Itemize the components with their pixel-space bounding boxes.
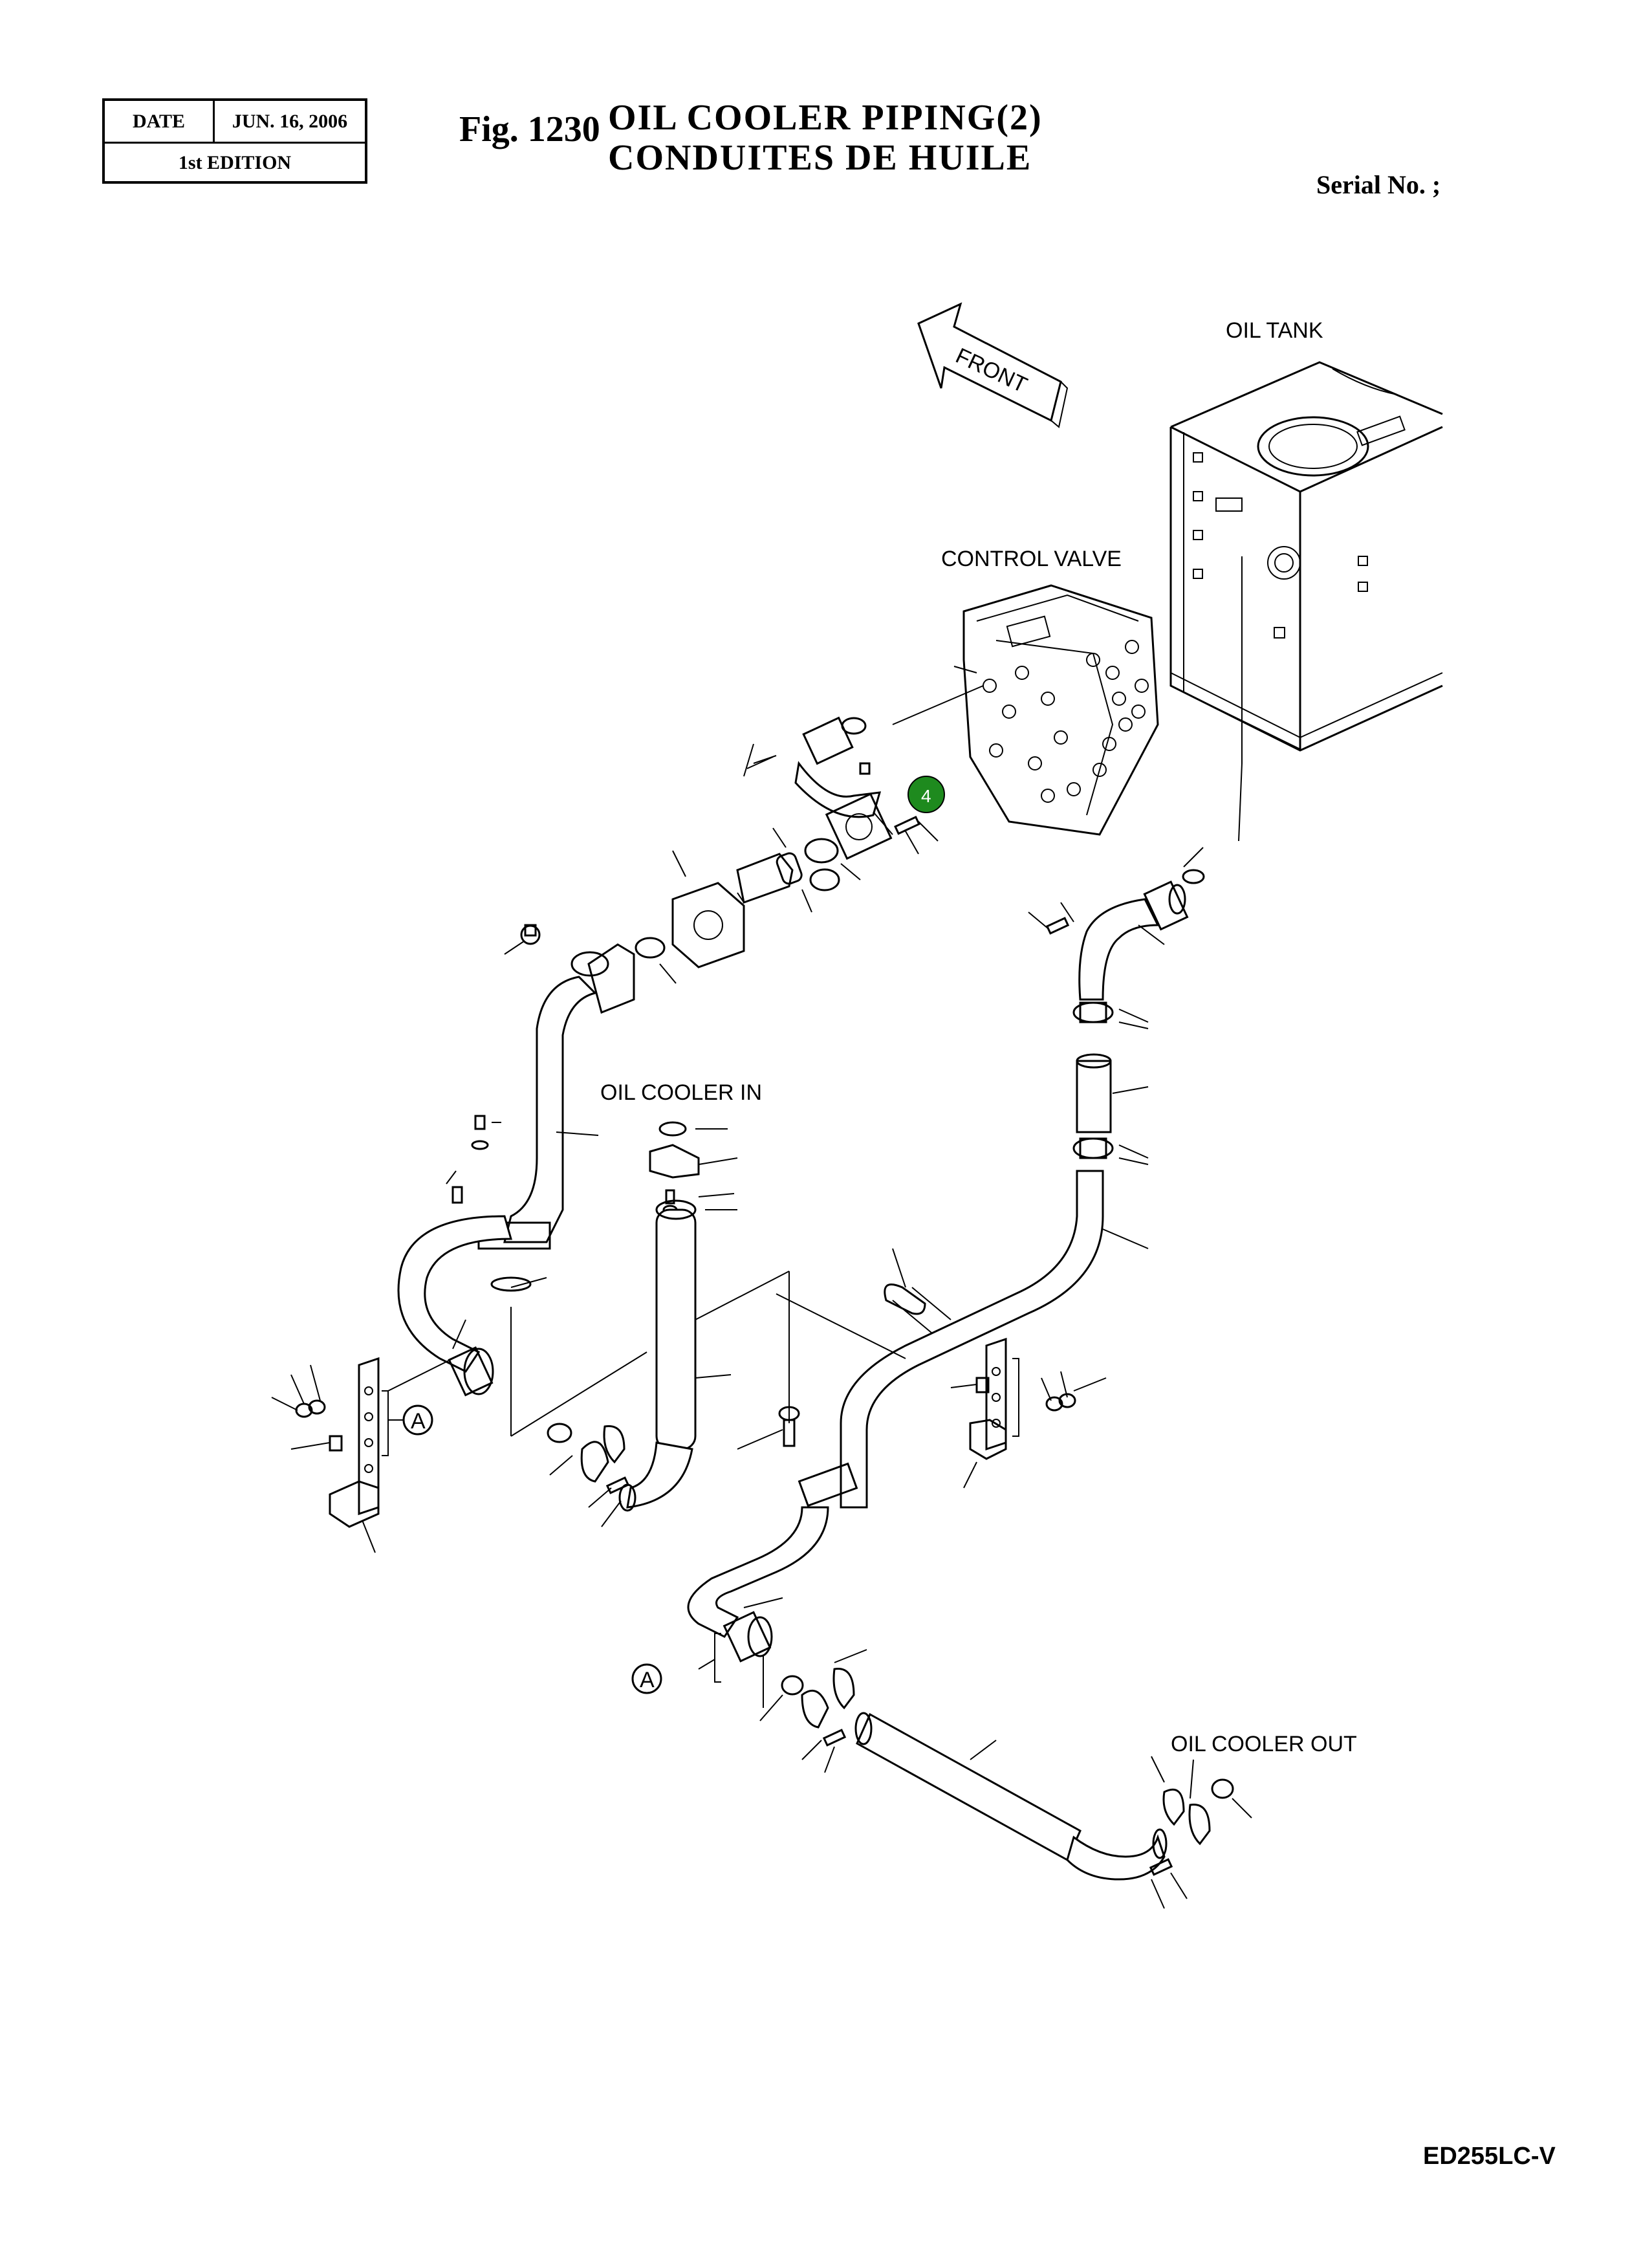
figure-title-fr: CONDUITES DE HUILE [608,138,1032,178]
figure-number: Fig. 1230 [459,109,600,149]
left-cooler-in-pipe [397,924,635,1397]
return-pipe-assembly: A [631,847,1205,1708]
left-mounting-bracket: A [271,1271,790,1553]
date-edition-box: DATE JUN. 16, 2006 1st EDITION [102,98,367,184]
callout-4-marker [908,776,945,813]
date-row: DATE JUN. 16, 2006 [105,101,365,144]
edition-label: 1st EDITION [178,152,292,173]
oil-cooler-out-label: OIL COOLER OUT [1171,1732,1357,1756]
oil-tank-label: OIL TANK [1226,318,1323,343]
front-arrow: FRONT [917,302,1069,428]
callout-4: 4 [908,776,945,813]
right-mounting-bracket [776,1248,1107,1489]
detail-a-label-2: A [640,1668,655,1692]
date-value: JUN. 16, 2006 [232,111,348,132]
oil-tank: OIL TANK [1169,318,1443,842]
control-valve: CONTROL VALVE [892,547,1159,836]
control-valve-return-fitting [743,716,939,880]
detail-a-label-1: A [411,1409,426,1434]
control-valve-label: CONTROL VALVE [941,547,1122,571]
oil-cooler-out-assembly: OIL COOLER OUT [759,1649,1357,1909]
figure-title-en: OIL COOLER PIPING(2) [608,98,1043,138]
date-label: DATE [105,101,215,142]
model-number: ED255LC-V [1423,2143,1556,2170]
check-valve-assembly [635,827,840,984]
oil-cooler-in-assembly: OIL COOLER IN [547,1080,762,1527]
callout-4-number: 4 [921,786,931,806]
oil-cooler-in-label: OIL COOLER IN [600,1080,762,1105]
serial-number-label: Serial No. ; [1316,170,1441,199]
front-label: FRONT [952,344,1031,398]
